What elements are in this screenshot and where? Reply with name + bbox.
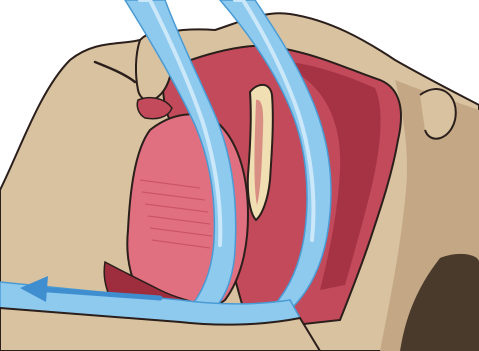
ear [420, 89, 456, 139]
